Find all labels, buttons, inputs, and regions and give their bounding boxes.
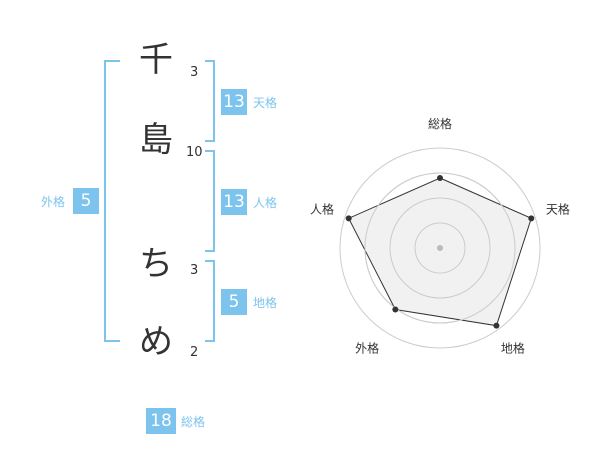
tenkaku-label: 天格 [253, 96, 278, 110]
radar-axis-label-2: 天格 [546, 202, 570, 217]
soukaku-label: 総格 [181, 415, 206, 429]
name-char-3: ち [139, 244, 173, 284]
stroke-count-1: 3 [190, 65, 199, 80]
jinkaku-bracket [205, 150, 215, 252]
stroke-count-4: 2 [190, 345, 199, 360]
radar-series-area [348, 177, 532, 327]
radar-axis-label-5: 人格 [310, 202, 334, 217]
chikaku-label: 地格 [253, 296, 278, 310]
gaikaku-label: 外格 [41, 195, 66, 209]
jinkaku-label: 人格 [253, 196, 278, 210]
gaikaku-value: 5 [73, 188, 99, 214]
radar-axis-label-1: 総格 [428, 116, 452, 131]
radar-point-3 [493, 322, 500, 329]
radar-point-5 [345, 215, 352, 222]
chikaku-value: 5 [221, 289, 247, 315]
radar-axis-label-4: 外格 [355, 340, 379, 355]
radar-grid-ring-inner [389, 197, 491, 299]
radar-axis-label-3: 地格 [501, 340, 525, 355]
jinkaku-value: 13 [221, 189, 247, 215]
name-char-2: 島 [139, 120, 173, 160]
radar-grid-ring-inner [414, 222, 466, 274]
radar-center-dot [437, 245, 443, 251]
radar-grid-ring [339, 147, 541, 349]
soukaku-value: 18 [146, 408, 176, 434]
chikaku-bracket [205, 260, 215, 342]
stroke-count-3: 3 [190, 263, 199, 278]
radar-point-2 [528, 215, 535, 222]
radar-point-1 [437, 175, 443, 181]
gaikaku-bracket [104, 60, 120, 342]
tenkaku-value: 13 [221, 89, 247, 115]
radar-grid-ring-inner [364, 172, 516, 324]
name-char-1: 千 [139, 40, 173, 80]
tenkaku-bracket [205, 60, 215, 142]
name-char-4: め [139, 322, 173, 362]
stroke-count-2: 10 [186, 145, 203, 160]
radar-point-4 [392, 306, 399, 313]
